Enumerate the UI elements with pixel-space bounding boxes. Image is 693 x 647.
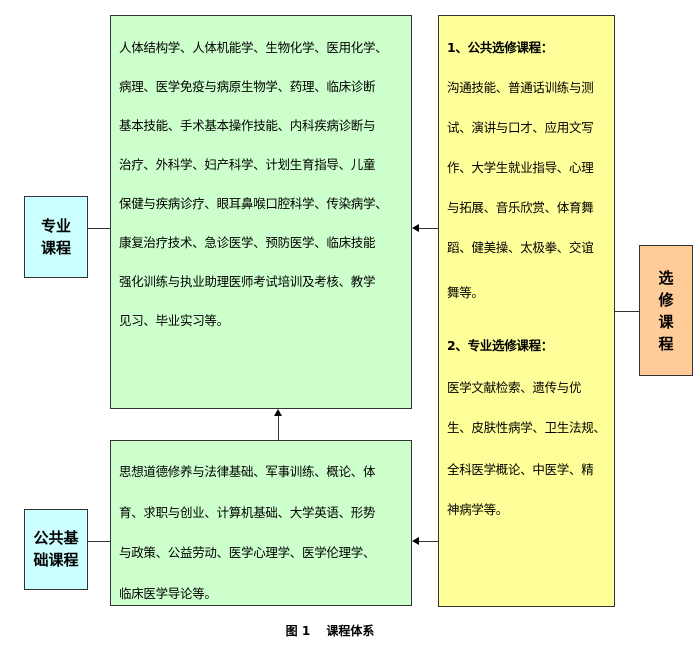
course-line: 病理、医学免疫与病原生物学、药理、临床诊断 xyxy=(119,79,376,94)
elective-label: 选 修 课 程 xyxy=(640,267,692,355)
label-line: 专业 xyxy=(40,217,71,235)
professional-courses-label: 专业 课程 xyxy=(25,215,87,259)
course-line: 育、求职与创业、计算机基础、大学英语、形势 xyxy=(119,505,376,520)
connector-line xyxy=(615,311,639,312)
label-line: 础课程 xyxy=(33,551,79,569)
course-line: 神病学等。 xyxy=(447,502,509,517)
course-line: 保健与疾病诊疗、眼耳鼻喉口腔科学、传染病学、 xyxy=(119,196,388,211)
course-line: 思想道德修养与法律基础、军事训练、概论、体 xyxy=(119,464,376,479)
arrow-left-icon xyxy=(412,537,419,545)
professional-courses-label-box: 专业 课程 xyxy=(24,196,88,278)
label-line: 程 xyxy=(658,335,674,353)
course-line: 试、演讲与口才、应用文写 xyxy=(447,120,594,135)
course-line: 作、大学生就业指导、心理 xyxy=(447,160,594,175)
course-line: 生、皮肤性病学、卫生法规、 xyxy=(447,420,606,435)
arrow-left-icon xyxy=(412,224,419,232)
connector-line xyxy=(88,228,110,229)
connector-line xyxy=(419,541,438,542)
course-line: 强化训练与执业助理医师考试培训及考核、教学 xyxy=(119,274,376,289)
label-line: 选 xyxy=(658,269,674,287)
elective-label-box: 选 修 课 程 xyxy=(639,245,693,376)
professional-courses-box: 人体结构学、人体机能学、生物化学、医用化学、 病理、医学免疫与病原生物学、药理、… xyxy=(110,15,412,409)
label-line: 课 xyxy=(658,313,674,331)
connector-line xyxy=(419,228,438,229)
course-line: 舞等。 xyxy=(447,285,484,300)
professional-elective-heading: 2、专业选修课程： xyxy=(447,338,553,353)
public-basic-courses-label-box: 公共基 础课程 xyxy=(24,509,88,590)
course-line: 见习、毕业实习等。 xyxy=(119,313,229,328)
public-elective-heading: 1、公共选修课程： xyxy=(447,40,553,55)
course-line: 与拓展、音乐欣赏、体育舞 xyxy=(447,200,594,215)
course-line: 与政策、公益劳动、医学心理学、医学伦理学、 xyxy=(119,545,376,560)
public-basic-courses-box: 思想道德修养与法律基础、军事训练、概论、体 育、求职与创业、计算机基础、大学英语… xyxy=(110,440,412,606)
connector-line xyxy=(88,541,110,542)
course-line: 人体结构学、人体机能学、生物化学、医用化学、 xyxy=(119,40,388,55)
course-line: 康复治疗技术、急诊医学、预防医学、临床技能 xyxy=(119,235,376,250)
arrow-up-icon xyxy=(274,409,282,416)
course-line: 治疗、外科学、妇产科学、计划生育指导、儿童 xyxy=(119,157,376,172)
figure-caption: 图 1 课程体系 xyxy=(285,624,375,638)
course-line: 沟通技能、普通话训练与测 xyxy=(447,80,594,95)
elective-courses-box: 1、公共选修课程： 沟通技能、普通话训练与测 试、演讲与口才、应用文写 作、大学… xyxy=(438,15,615,607)
connector-line xyxy=(278,416,279,440)
course-line: 临床医学导论等。 xyxy=(119,586,217,601)
label-line: 修 xyxy=(658,291,674,309)
label-line: 课程 xyxy=(40,239,71,257)
course-line: 基本技能、手术基本操作技能、内科疾病诊断与 xyxy=(119,118,376,133)
course-line: 医学文献检索、遗传与优 xyxy=(447,380,582,395)
public-basic-courses-label: 公共基 础课程 xyxy=(25,527,87,571)
label-line: 公共基 xyxy=(33,529,79,547)
course-line: 全科医学概论、中医学、精 xyxy=(447,462,594,477)
course-line: 蹈、健美操、太极拳、交谊 xyxy=(447,240,594,255)
